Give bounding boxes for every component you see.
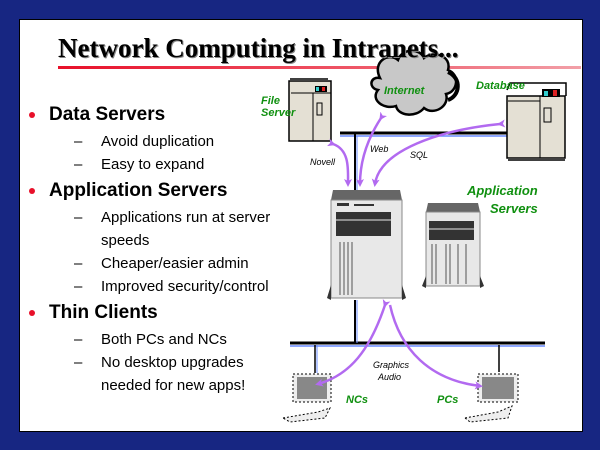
bullet-dot-icon	[29, 310, 35, 316]
bullet-label: Thin Clients	[49, 302, 158, 323]
bullet-data-servers: Data Servers	[26, 100, 270, 130]
dash-icon: –	[74, 209, 83, 226]
arrow-sql	[371, 119, 506, 187]
label-text: File	[261, 95, 280, 107]
dash-icon: –	[74, 331, 83, 348]
sub-bullet-text: Avoid duplication	[101, 133, 215, 150]
sub-bullet: – Avoid duplication	[26, 130, 270, 153]
sub-bullet: – Cheaper/easier admin	[26, 252, 270, 275]
label-text: Application	[466, 183, 538, 198]
sub-bullet-text: No desktop upgrades	[101, 354, 244, 371]
dash-icon: –	[74, 354, 83, 371]
label-text: Server	[261, 107, 296, 119]
internet-cloud-icon	[370, 49, 460, 116]
protocol-graphics: Graphics	[373, 360, 410, 370]
label-text: Servers	[490, 201, 538, 216]
sub-bullet: – Both PCs and NCs	[26, 328, 270, 351]
sub-bullet-text: Applications run at server	[101, 209, 271, 226]
sub-bullet-text: Cheaper/easier admin	[101, 255, 249, 272]
bullet-list: Data Servers – Avoid duplication – Easy to…	[26, 100, 270, 397]
sub-bullet: – Improved security/control	[26, 275, 270, 298]
bullet-dot-icon	[29, 188, 35, 194]
dash-icon: –	[74, 133, 83, 150]
bullet-thin-clients: Thin Clients	[26, 298, 270, 328]
pc-terminal-icon	[463, 373, 519, 423]
dash-icon: –	[74, 255, 83, 272]
slide-title: Network Computing in Intranets...	[58, 33, 459, 63]
label-internet: Internet	[384, 85, 425, 97]
arrow-audio-pc	[388, 304, 483, 390]
protocol-audio: Audio	[378, 372, 402, 382]
sub-bullet-text: Both PCs and NCs	[101, 331, 227, 348]
bullet-label: Application Servers	[49, 180, 228, 201]
arrow-graphics-nc	[315, 298, 391, 387]
dash-icon: –	[74, 156, 83, 173]
arrow-novell	[326, 138, 353, 187]
data-flow-arrows	[315, 111, 506, 390]
dash-icon: –	[74, 278, 83, 295]
application-server-main-icon	[327, 190, 406, 300]
lower-network-bus	[290, 300, 545, 373]
sub-bullet-text-cont: needed for new apps!	[101, 377, 246, 394]
bullet-dot-icon	[29, 112, 35, 118]
label-ncs: NCs	[346, 394, 369, 406]
protocol-sql: SQL	[410, 150, 429, 160]
title-underline	[58, 66, 581, 69]
file-server-icon	[288, 78, 332, 142]
label-database: Database	[476, 80, 525, 92]
label-pcs: PCs	[437, 394, 459, 406]
sub-bullet: – Applications run at server speeds	[26, 206, 270, 252]
application-server-secondary-icon	[422, 203, 484, 288]
database-server-icon	[506, 82, 567, 161]
protocol-novell: Novell	[310, 157, 336, 167]
bullet-application-servers: Application Servers	[26, 176, 270, 206]
sub-bullet: – Easy to expand	[26, 153, 270, 176]
sub-bullet-text: Improved security/control	[101, 278, 269, 295]
protocol-web: Web	[370, 144, 389, 154]
sub-bullet: – No desktop upgrades needed for new apps!	[26, 351, 270, 397]
sub-bullet-text-cont: speeds	[101, 232, 150, 249]
bullet-label: Data Servers	[49, 104, 166, 125]
sub-bullet-text: Easy to expand	[101, 156, 205, 173]
